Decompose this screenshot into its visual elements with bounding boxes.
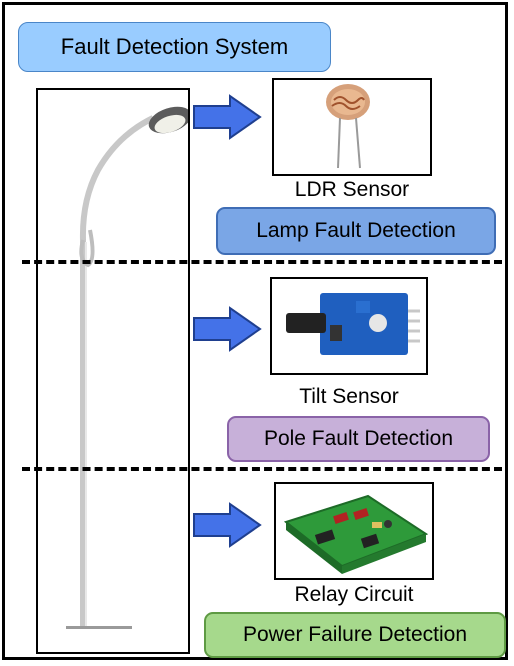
arrow-right-icon: [193, 502, 262, 548]
sensor-caption: LDR Sensor: [294, 178, 410, 201]
lamp-fault-label: Lamp Fault Detection: [216, 207, 496, 255]
arrow-right-icon: [193, 94, 262, 140]
tilt-sensor-image: [270, 277, 428, 375]
diagram-frame: [2, 2, 508, 660]
sensor-caption: Relay Circuit: [294, 583, 414, 606]
sensor-caption: Tilt Sensor: [299, 385, 399, 408]
relay-circuit-image: [274, 482, 434, 580]
street-lamp-panel: [36, 88, 192, 654]
section-divider: [22, 467, 502, 471]
street-lamp-illustration: [66, 106, 192, 629]
ldr-sensor-image: [272, 78, 432, 176]
power-failure-label: Power Failure Detection: [204, 612, 506, 658]
pole-fault-label: Pole Fault Detection: [227, 416, 490, 462]
arrow-right-icon: [193, 306, 262, 352]
diagram-title: Fault Detection System: [18, 22, 331, 72]
section-divider: [22, 260, 502, 264]
